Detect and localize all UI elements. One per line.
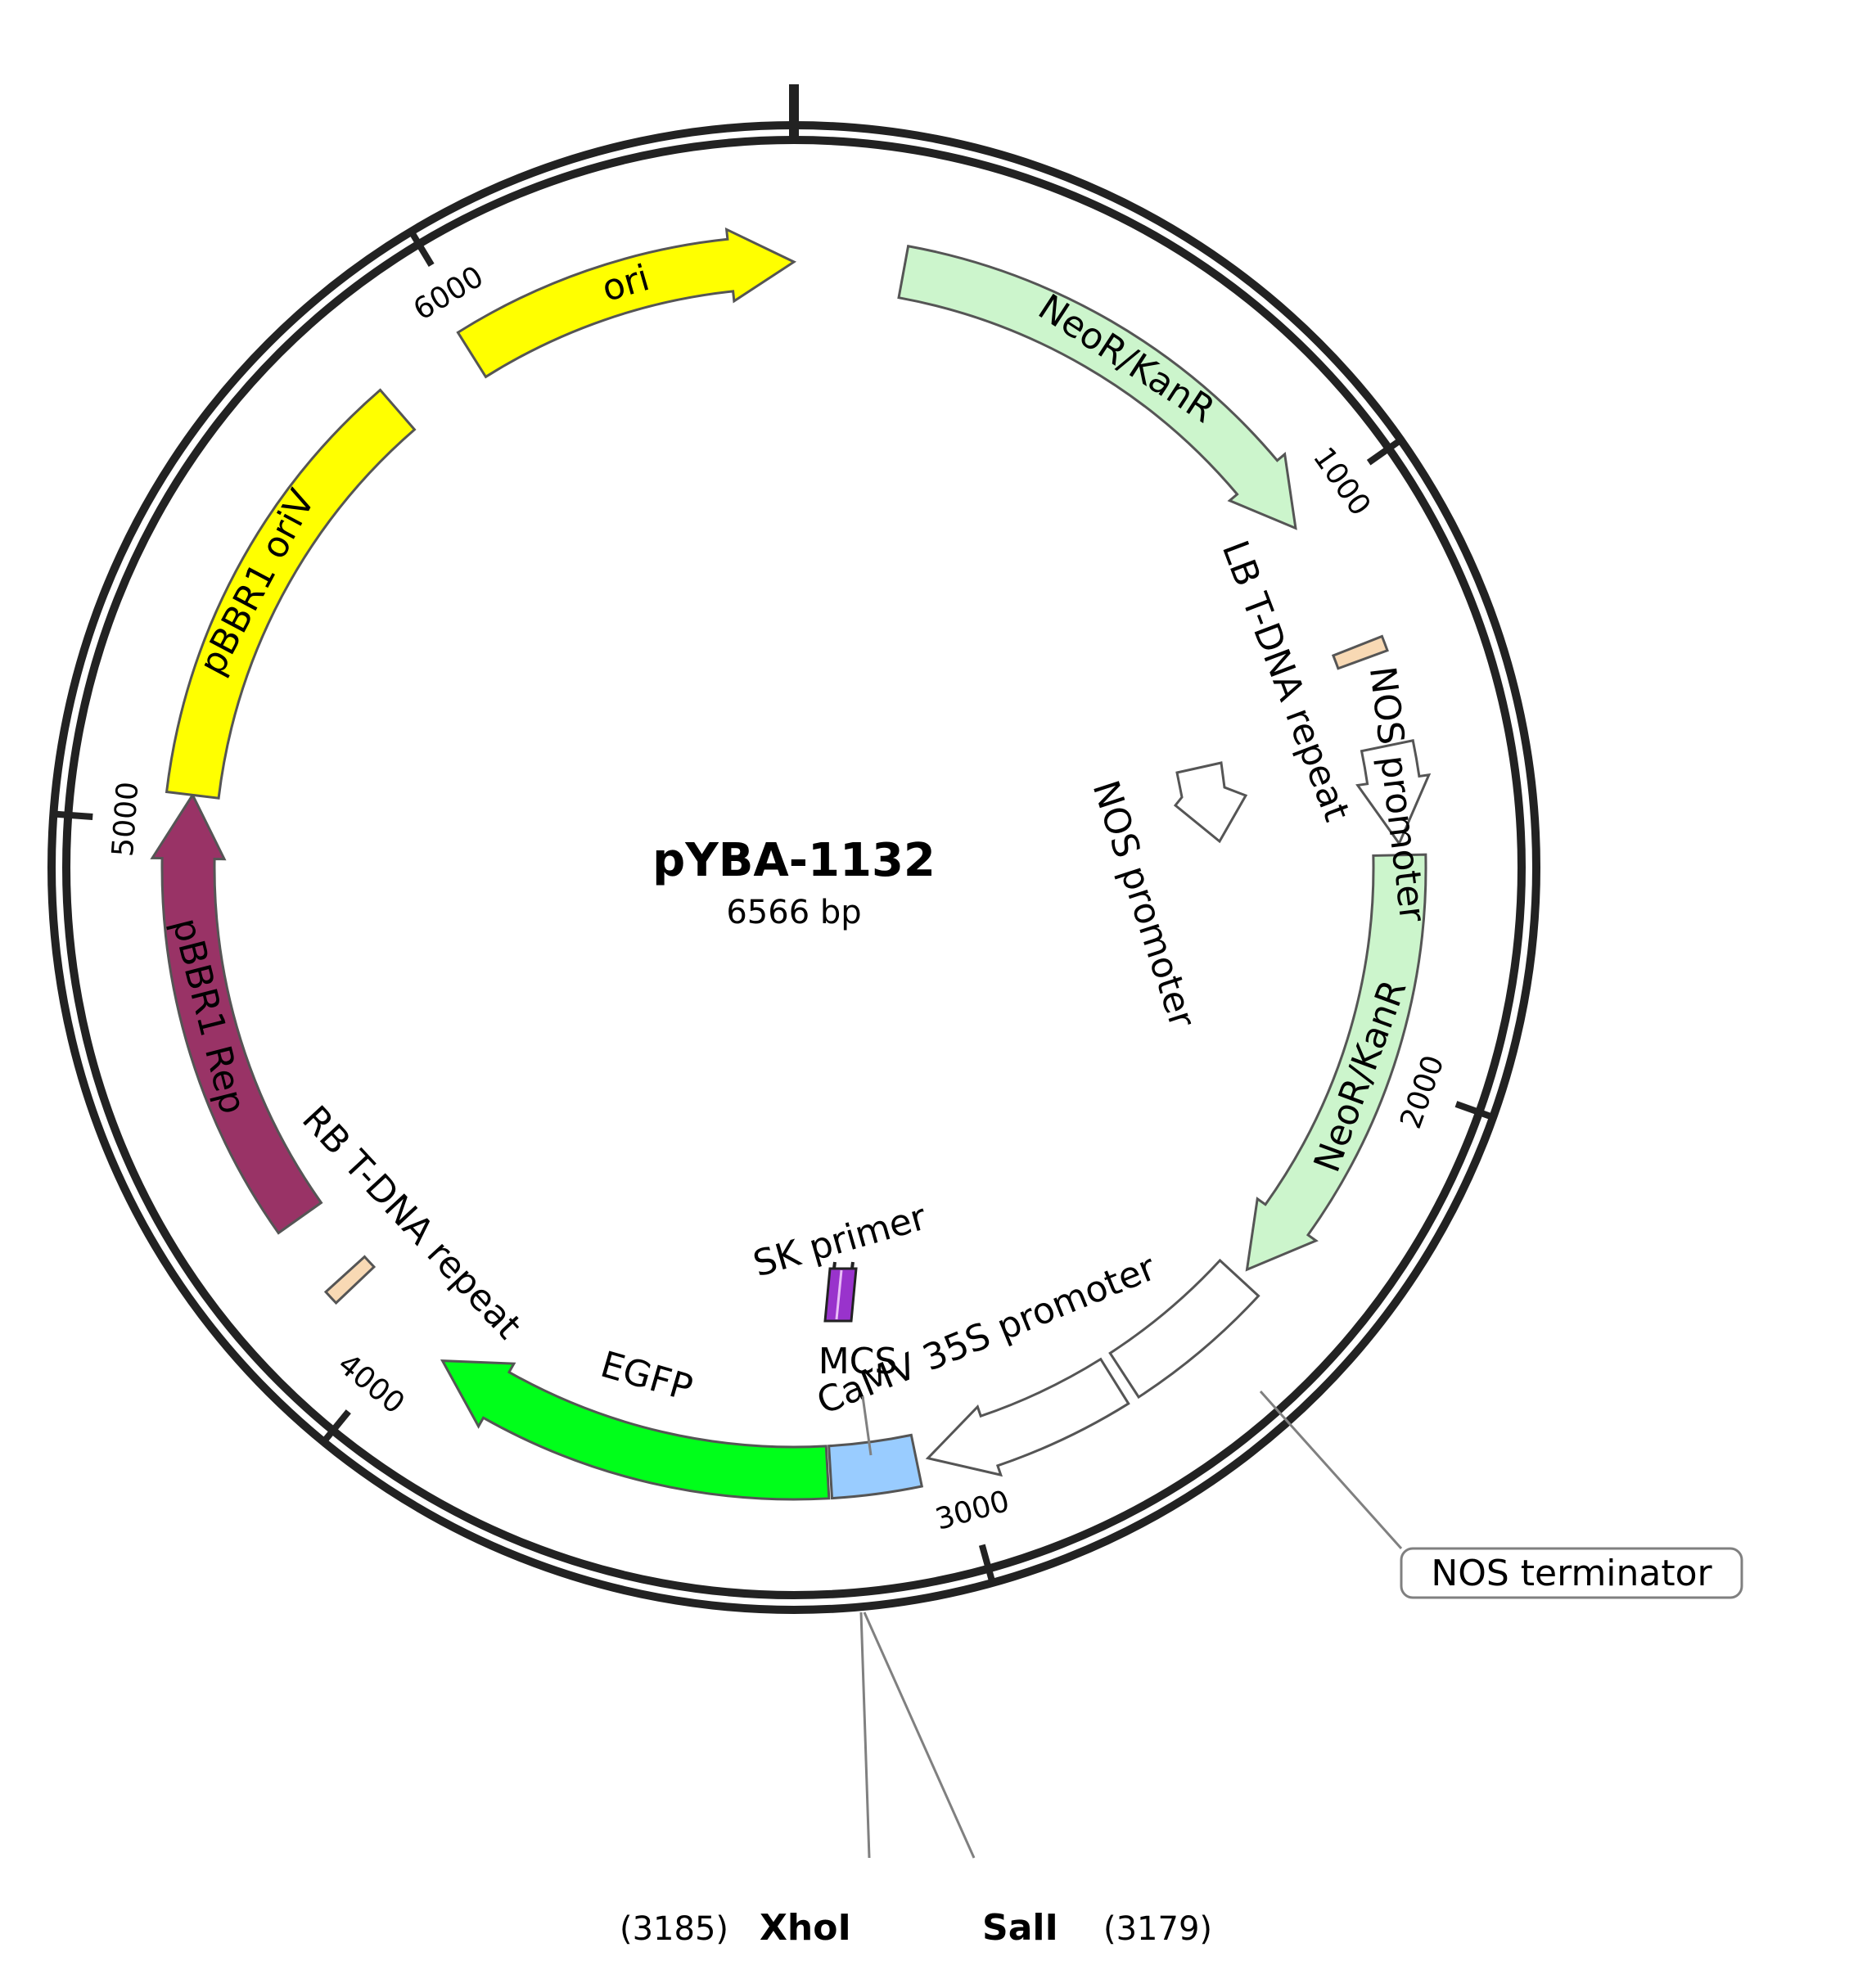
plasmid-size: 6566 bp	[726, 894, 861, 931]
feature-pbbr1-oriv-10	[165, 388, 417, 800]
feature-neor-kanr-3	[1245, 853, 1427, 1272]
plasmid-name: pYBA-1132	[652, 834, 936, 887]
feature-label-egfp-7: EGFP	[596, 1344, 697, 1410]
sali-name: SalI	[982, 1907, 1058, 1949]
feature-egfp-7	[440, 1359, 831, 1501]
inner-nos-promoter: NOS promoter	[1085, 761, 1248, 1034]
feature-camv-35s-promoter-5	[925, 1357, 1130, 1477]
tick-label-2000: 2000	[1394, 1051, 1450, 1133]
feature-pbbr1-rep-9	[150, 792, 323, 1235]
tick-label-6000: 6000	[408, 259, 489, 327]
xhoi-position: (3185)	[620, 1910, 728, 1948]
nos-terminator-label-box	[1400, 1547, 1743, 1599]
sk-primer: SK primer	[749, 1196, 931, 1323]
tick-5000	[50, 810, 93, 820]
nos-terminator-label: NOS terminator	[1431, 1553, 1712, 1594]
feature-label-neor-kanr-0: NeoR/KanR	[1030, 286, 1222, 431]
tick-6000	[406, 227, 435, 268]
tick-label-4000: 4000	[331, 1347, 411, 1421]
sk-primer-mark	[823, 1267, 858, 1323]
features	[150, 227, 1432, 1501]
xhoi-leader	[859, 1612, 871, 1859]
feature-label-lb-t-dna-repeat-1: LB T-DNA repeat	[1214, 535, 1358, 827]
mcs-label: MCS	[819, 1341, 898, 1382]
sali-position: (3179)	[1103, 1910, 1212, 1948]
feature-nos-terminator-4	[1108, 1258, 1260, 1400]
feature-rb-t-dna-repeat-8	[323, 1255, 377, 1305]
feature-lb-t-dna-repeat-1	[1331, 634, 1389, 670]
feature-nos-promoter-2	[1355, 739, 1432, 846]
sk-primer-stripe	[835, 1269, 843, 1320]
tick-3000	[978, 1544, 997, 1587]
xhoi-name: XhoI	[760, 1907, 851, 1949]
inner-nos-promoter-arrow	[1173, 761, 1248, 844]
mcs-leader	[861, 1395, 873, 1456]
tick-label-1000: 1000	[1306, 441, 1377, 522]
tick-1000	[1366, 435, 1405, 466]
tick-4000	[318, 1409, 351, 1447]
feature-label-rb-t-dna-repeat-8: RB T-DNA repeat	[294, 1098, 530, 1347]
feature-label-pbbr1-rep-9: pBBR1 Rep	[164, 914, 254, 1118]
tick-label-3000: 3000	[932, 1485, 1013, 1537]
feature-ori-11	[456, 227, 797, 379]
sali-leader	[863, 1612, 976, 1859]
feature-mcs-6	[828, 1433, 924, 1500]
tick-label-5000: 5000	[106, 781, 146, 858]
nos-terminator-callout: NOS terminator	[1259, 1390, 1743, 1599]
tick-2000	[1454, 1101, 1498, 1122]
restriction-sites: (3185) XhoI SalI (3179)	[620, 1612, 1212, 1949]
nos-terminator-leader	[1259, 1390, 1403, 1550]
feature-neor-kanr-0	[897, 244, 1297, 530]
